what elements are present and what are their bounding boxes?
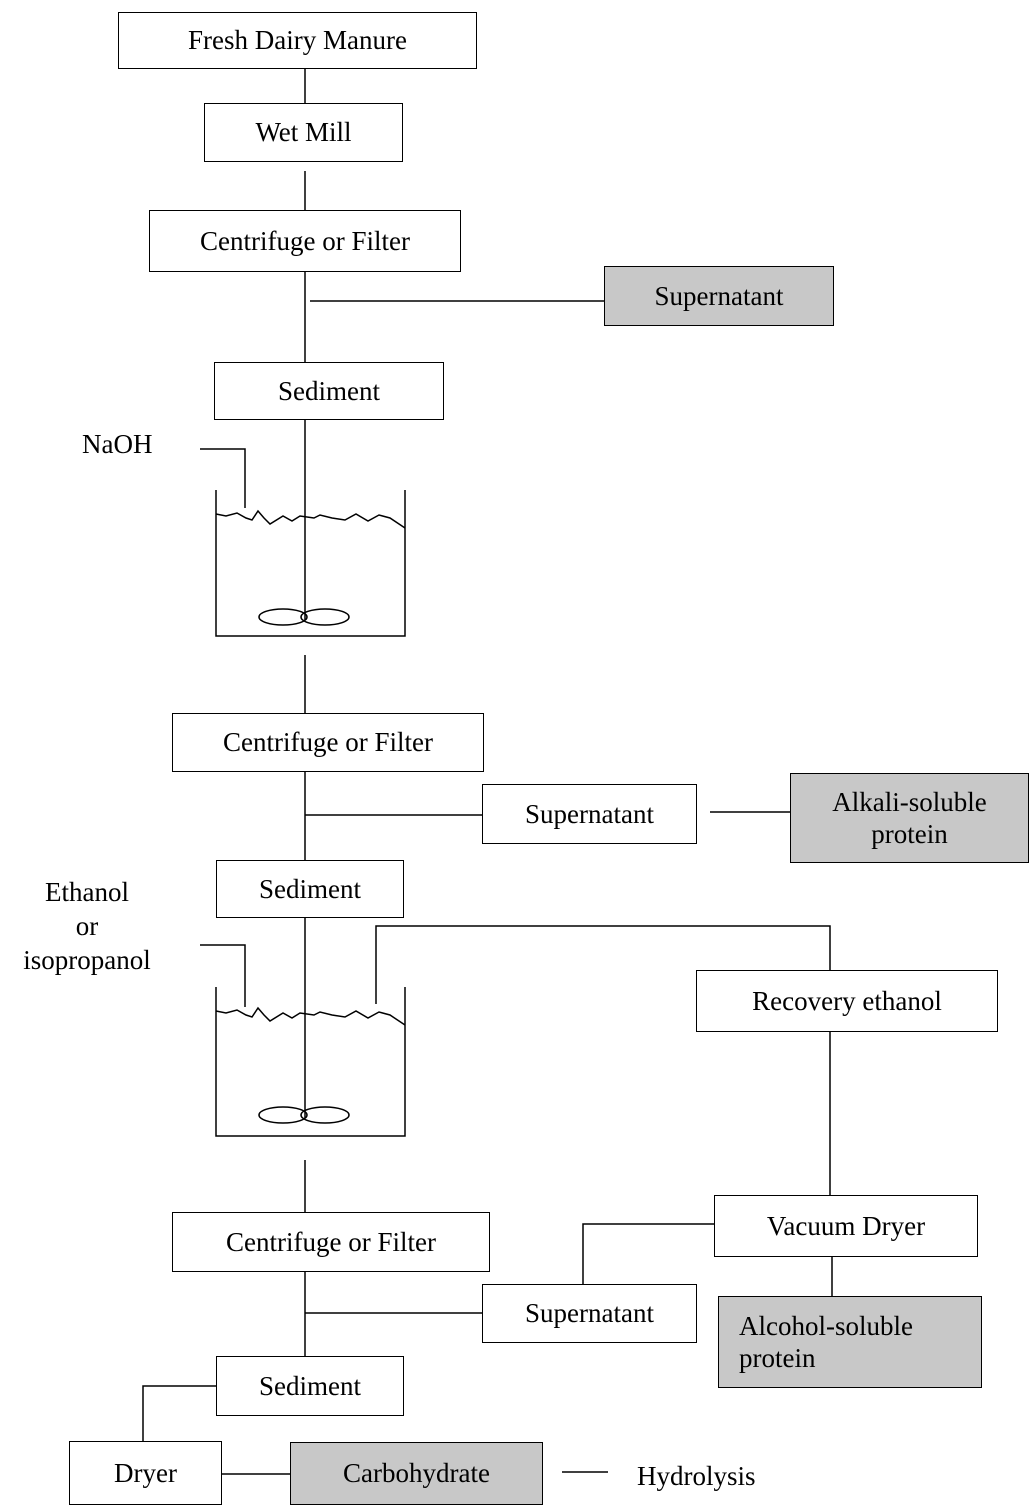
dryer-box: Dryer xyxy=(69,1441,222,1505)
sediment-box-3: Sediment xyxy=(216,1356,404,1416)
supernatant-label-2: Supernatant xyxy=(525,798,654,829)
carbohydrate-box: Carbohydrate xyxy=(290,1442,543,1505)
dryer-label: Dryer xyxy=(114,1457,177,1488)
centrifuge-filter-label-1: Centrifuge or Filter xyxy=(200,225,410,256)
carbohydrate-label: Carbohydrate xyxy=(343,1458,490,1489)
hydrolysis-label: Hydrolysis xyxy=(637,1461,756,1491)
recovery-ethanol-label: Recovery ethanol xyxy=(752,985,942,1016)
supernatant-box-3: Supernatant xyxy=(482,1284,697,1343)
sediment-label-2: Sediment xyxy=(259,873,361,904)
supernatant-label-3: Supernatant xyxy=(525,1298,654,1329)
wet-mill-label: Wet Mill xyxy=(255,117,352,148)
centrifuge-filter-box-3: Centrifuge or Filter xyxy=(172,1212,490,1272)
sediment-label-1: Sediment xyxy=(278,375,380,406)
supernatant-product-box: Supernatant xyxy=(604,266,834,326)
solvent-label: Ethanol or isopropanol xyxy=(23,877,151,975)
vacuum-dryer-label: Vacuum Dryer xyxy=(766,1210,926,1241)
alkali-soluble-protein-box: Alkali-soluble protein xyxy=(790,773,1029,863)
naoh-label: NaOH xyxy=(82,429,153,459)
centrifuge-filter-label-2: Centrifuge or Filter xyxy=(223,727,433,758)
fresh-dairy-manure-label: Fresh Dairy Manure xyxy=(188,25,407,56)
supernatant-box-2: Supernatant xyxy=(482,784,697,844)
mixing-tank-icon xyxy=(215,490,406,637)
centrifuge-filter-label-3: Centrifuge or Filter xyxy=(226,1226,436,1257)
fresh-dairy-manure-box: Fresh Dairy Manure xyxy=(118,12,477,69)
supernatant-product-label: Supernatant xyxy=(654,280,784,311)
vacuum-dryer-box: Vacuum Dryer xyxy=(714,1195,978,1257)
centrifuge-filter-box-1: Centrifuge or Filter xyxy=(149,210,461,272)
sediment-box-2: Sediment xyxy=(216,860,404,918)
sediment-label-3: Sediment xyxy=(259,1370,361,1401)
sediment-box-1: Sediment xyxy=(214,362,444,420)
alcohol-soluble-protein-label: Alcohol-soluble protein xyxy=(739,1310,913,1373)
alkali-soluble-protein-label: Alkali-soluble protein xyxy=(832,786,987,849)
mixing-tank-icon xyxy=(215,987,406,1137)
centrifuge-filter-box-2: Centrifuge or Filter xyxy=(172,713,484,772)
alcohol-soluble-protein-box: Alcohol-soluble protein xyxy=(718,1296,982,1388)
recovery-ethanol-box: Recovery ethanol xyxy=(696,970,998,1032)
wet-mill-box: Wet Mill xyxy=(204,103,403,162)
